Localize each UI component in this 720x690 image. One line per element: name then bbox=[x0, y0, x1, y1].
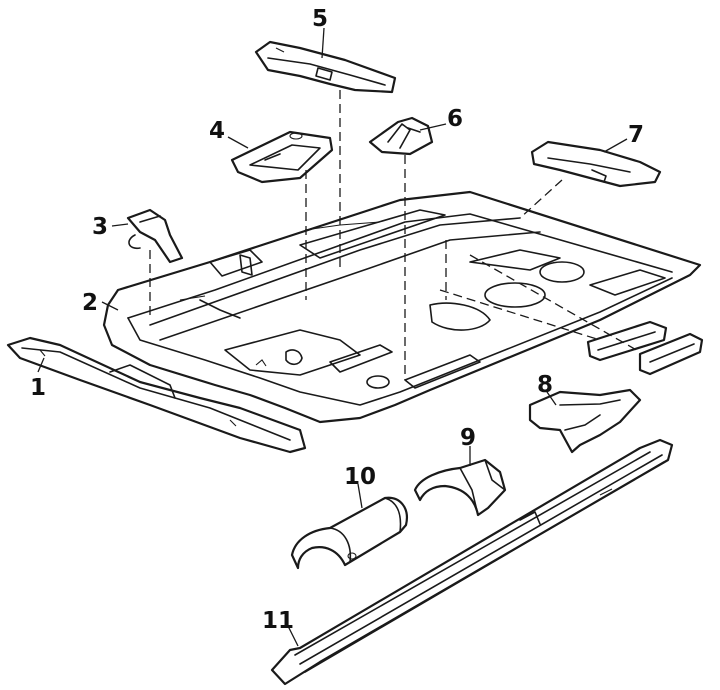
part-5-crossmember bbox=[254, 40, 397, 94]
leader-lines bbox=[37, 27, 628, 647]
callout-3: 3 bbox=[92, 214, 108, 240]
callout-6: 6 bbox=[447, 106, 463, 132]
part-9-tunnel-piece bbox=[413, 458, 507, 517]
assembly-lines bbox=[149, 90, 641, 380]
callout-9: 9 bbox=[460, 425, 476, 451]
part-4-crossmember bbox=[230, 130, 334, 184]
part-11-sill bbox=[270, 438, 674, 686]
callout-11: 11 bbox=[262, 608, 294, 634]
rear-brackets bbox=[586, 320, 704, 376]
callouts: 1 2 3 4 5 6 7 8 9 10 11 bbox=[30, 6, 644, 634]
callout-10: 10 bbox=[344, 464, 376, 490]
callout-4: 4 bbox=[209, 118, 225, 144]
part-7-rear-crossmember bbox=[530, 140, 662, 188]
callout-8: 8 bbox=[537, 372, 553, 398]
callout-7: 7 bbox=[628, 122, 644, 148]
part-10-heat-shield bbox=[290, 496, 408, 570]
part-1-front-rail bbox=[6, 336, 307, 454]
part-8-panel bbox=[528, 388, 642, 454]
callout-5: 5 bbox=[312, 6, 328, 32]
floor-pan bbox=[102, 190, 702, 424]
part-6-bracket bbox=[368, 116, 434, 156]
part-3-bracket bbox=[126, 208, 184, 264]
callout-2: 2 bbox=[82, 290, 98, 316]
callout-1: 1 bbox=[30, 375, 46, 401]
